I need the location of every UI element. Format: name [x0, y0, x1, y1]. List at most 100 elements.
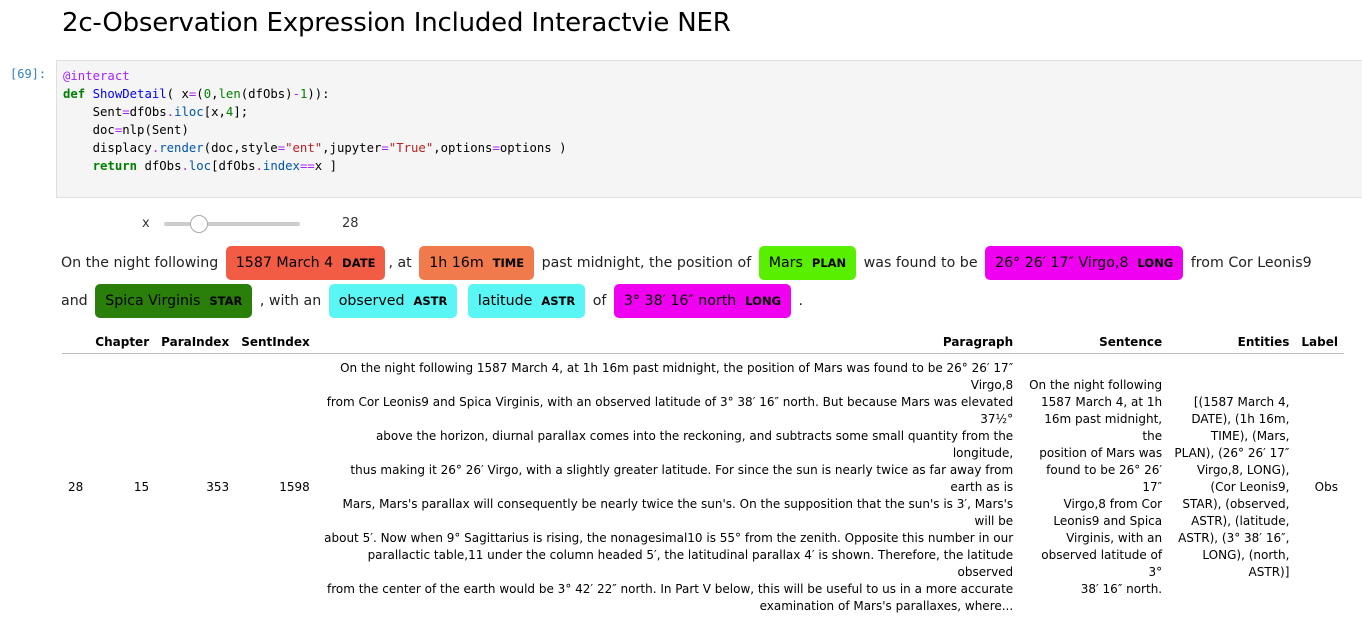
code-token: ==: [300, 159, 315, 173]
code-token: def: [63, 87, 85, 101]
code-token: 0: [204, 87, 211, 101]
code-token: ,jupyter: [322, 141, 381, 155]
entity-text: 3° 38′ 16″ north: [624, 293, 736, 309]
entity-mark: 1h 16m TIME: [419, 246, 534, 280]
code-line: Sent=dfObs.iloc[x,4];: [63, 105, 248, 119]
entity-label: STAR: [209, 294, 242, 308]
cell-paragraph: On the night following 1587 March 4, at …: [316, 354, 1019, 621]
code-token: displacy: [63, 141, 152, 155]
entity-text: 26° 26′ 17″ Virgo,8: [995, 255, 1128, 271]
cell-line: DATE), (1h 16m,: [1191, 412, 1289, 426]
entity-mark: observed ASTR: [329, 284, 458, 318]
ner-text: [460, 293, 465, 309]
cell-line: parallactic table,11 under the column he…: [368, 548, 1014, 579]
column-header: [62, 331, 89, 354]
code-token: [dfObs: [211, 159, 255, 173]
cell-paraindex: 353: [155, 354, 235, 621]
cell-line: On the night following 1587 March 4, at …: [340, 361, 1013, 392]
cell-line: LONG), (north,: [1202, 548, 1289, 562]
cell-line: found to be 26° 26′ 17″: [1046, 463, 1162, 494]
code-line: displacy.render(doc,style="ent",jupyter=…: [63, 141, 567, 155]
ner-text: On the night following: [61, 255, 223, 271]
code-token: ,options: [433, 141, 492, 155]
column-header: Entities: [1168, 331, 1295, 354]
cell-line: Virgo,8, LONG),: [1197, 463, 1290, 477]
code-token: dfObs: [137, 159, 181, 173]
cell-line: 16m past midnight, the: [1044, 412, 1162, 443]
code-token: [x,: [204, 105, 226, 119]
code-token: "True": [389, 141, 433, 155]
slider-handle[interactable]: [190, 215, 208, 233]
cell-line: Mars, Mars's parallax will consequently …: [343, 497, 1014, 528]
cell-line: about 5′. Now when 9° Sagittarius is ris…: [324, 531, 1013, 545]
entity-label: DATE: [342, 256, 375, 270]
code-token: [85, 87, 92, 101]
slider-value: 28: [342, 216, 359, 231]
code-token: loc: [189, 159, 211, 173]
code-token: =: [122, 105, 129, 119]
code-token: render: [159, 141, 203, 155]
code-token: return: [93, 159, 137, 173]
cell-line: STAR), (observed,: [1182, 497, 1289, 511]
entity-mark: latitude ASTR: [468, 284, 585, 318]
cell-line: above the horizon, diurnal parallax come…: [376, 429, 1013, 460]
entity-text: 1h 16m: [429, 255, 483, 271]
entity-mark: Spica Virginis STAR: [95, 284, 252, 318]
code-token: .: [167, 105, 174, 119]
code-token: nlp(Sent): [122, 123, 189, 137]
entity-label: ASTR: [413, 294, 447, 308]
cell-line: thus making it 26° 26′ Virgo, with a sli…: [350, 463, 1013, 494]
code-line: @interact: [63, 69, 130, 83]
entity-text: observed: [339, 293, 405, 309]
code-token: dfObs: [130, 105, 167, 119]
code-token: )):: [307, 87, 329, 101]
ner-text: was found to be: [859, 255, 982, 271]
code-cell[interactable]: @interact def ShowDetail( x=(0,len(dfObs…: [56, 60, 1362, 198]
cell-line: ASTR), (latitude,: [1191, 514, 1289, 528]
code-token: =: [381, 141, 388, 155]
code-token: ];: [233, 105, 248, 119]
column-header: Paragraph: [316, 331, 1019, 354]
cell-line: On the night following: [1029, 378, 1162, 392]
cell-line: ASTR)]: [1249, 565, 1290, 579]
entity-text: latitude: [478, 293, 532, 309]
code-token: -: [293, 87, 300, 101]
entity-label: ASTR: [541, 294, 575, 308]
code-token: .: [256, 159, 263, 173]
entity-label: TIME: [493, 256, 524, 270]
cell-line: ASTR), (3° 38′ 16″,: [1178, 531, 1289, 545]
code-token: "ent": [285, 141, 322, 155]
code-token: (: [196, 87, 203, 101]
cell-line: from the center of the earth would be 3°…: [327, 582, 1013, 596]
cell-label: Obs: [1295, 354, 1344, 621]
cell-sentindex: 1598: [235, 354, 316, 621]
cell-line: (Cor Leonis9,: [1210, 480, 1289, 494]
ner-text: of: [588, 293, 611, 309]
ner-text: , at: [388, 255, 416, 271]
code-line: doc=nlp(Sent): [63, 123, 189, 137]
code-editor[interactable]: @interact def ShowDetail( x=(0,len(dfObs…: [63, 67, 567, 175]
cell-line: Virgo,8 from Cor: [1064, 497, 1163, 511]
entity-text: Mars: [769, 255, 803, 271]
code-token: Sent: [63, 105, 122, 119]
code-token: x ]: [315, 159, 337, 173]
cell-line: Leonis9 and Spica: [1053, 514, 1162, 528]
cell-line: 38′ 16″ north.: [1081, 582, 1162, 596]
column-header: Chapter: [89, 331, 155, 354]
cell-chapter: 15: [89, 354, 155, 621]
notebook-heading: 2c-Observation Expression Included Inter…: [62, 8, 731, 38]
code-token: options ): [500, 141, 567, 155]
ner-text: , with an: [255, 293, 325, 309]
cell-entities: [(1587 March 4,DATE), (1h 16m,TIME), (Ma…: [1168, 354, 1295, 621]
entity-text: Spica Virginis: [105, 293, 200, 309]
slider-track[interactable]: [164, 222, 300, 226]
ner-text: .: [794, 293, 803, 309]
entity-label: LONG: [1138, 256, 1174, 270]
cell-line: from Cor Leonis9 and Spica Virginis, wit…: [327, 395, 1013, 426]
